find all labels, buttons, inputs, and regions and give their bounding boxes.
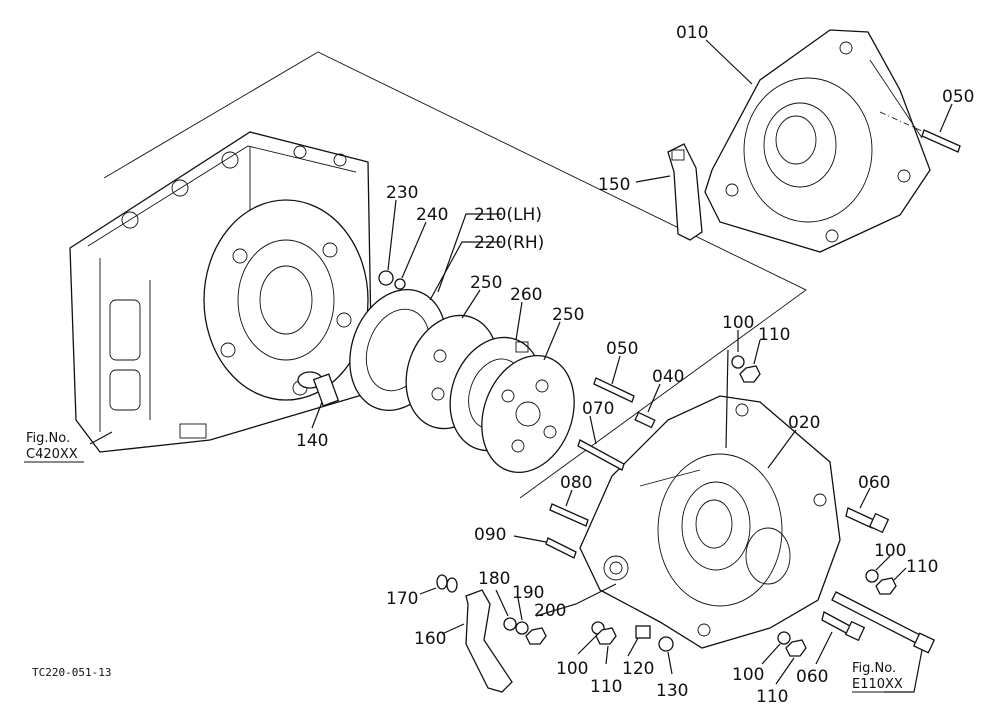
label-090: 090 bbox=[474, 525, 506, 545]
nut-100-110-top bbox=[731, 355, 761, 383]
label-110-bottom-left: 110 bbox=[590, 677, 622, 697]
label-050-upper: 050 bbox=[942, 87, 974, 107]
fig-caption-e110: Fig.No. bbox=[852, 661, 896, 676]
label-170: 170 bbox=[386, 589, 418, 609]
label-060-lower: 060 bbox=[796, 667, 828, 687]
label-100-right: 100 bbox=[874, 541, 906, 561]
label-110-right: 110 bbox=[906, 557, 938, 577]
upper-housing-010 bbox=[704, 29, 931, 253]
label-180: 180 bbox=[478, 569, 510, 589]
transmission-case bbox=[69, 131, 373, 453]
label-100-top: 100 bbox=[722, 313, 754, 333]
bolt-060-upper bbox=[845, 507, 890, 534]
label-060-upper: 060 bbox=[858, 473, 890, 493]
frame-outline bbox=[103, 51, 807, 499]
axle-e110 bbox=[831, 591, 936, 654]
label-120: 120 bbox=[622, 659, 654, 679]
label-040: 040 bbox=[652, 367, 684, 387]
brake-case-020 bbox=[579, 395, 841, 649]
label-160: 160 bbox=[414, 629, 446, 649]
washer-190 bbox=[515, 621, 529, 635]
label-050-lower: 050 bbox=[606, 339, 638, 359]
stud-070 bbox=[577, 439, 625, 471]
label-100-bottom-left: 100 bbox=[556, 659, 588, 679]
label-240: 240 bbox=[416, 205, 448, 225]
label-020: 020 bbox=[788, 413, 820, 433]
label-150: 150 bbox=[598, 175, 630, 195]
nut-100-110-right bbox=[865, 569, 897, 595]
bolt-050-upper bbox=[879, 111, 961, 153]
shaft-140 bbox=[297, 371, 340, 407]
seal-rings-170 bbox=[436, 574, 458, 593]
figure-reference-e110: Fig.No. E110XX bbox=[852, 661, 903, 692]
seal-230 bbox=[378, 270, 394, 286]
part-labels: 010 050 150 230 240 210(LH) 220(RH) 250 … bbox=[296, 23, 974, 707]
label-250-first: 250 bbox=[470, 273, 502, 293]
bolt-120-washer-130 bbox=[635, 625, 674, 652]
stud-080 bbox=[549, 503, 589, 527]
label-140: 140 bbox=[296, 431, 328, 451]
label-220-rh: 220(RH) bbox=[474, 233, 544, 253]
ball-240 bbox=[394, 278, 406, 290]
fig-code-c420: C420XX bbox=[26, 447, 78, 462]
lever-160 bbox=[465, 589, 513, 693]
nut-100-110-bottom-right bbox=[777, 631, 807, 657]
leader-lines bbox=[24, 39, 953, 693]
label-010: 010 bbox=[676, 23, 708, 43]
stud-050-lower bbox=[593, 377, 635, 403]
stud-090 bbox=[545, 537, 577, 559]
nut-100-110-bottom-left bbox=[591, 621, 617, 645]
label-130: 130 bbox=[656, 681, 688, 701]
bolt-060-lower bbox=[821, 611, 866, 642]
label-230: 230 bbox=[386, 183, 418, 203]
label-250-second: 250 bbox=[552, 305, 584, 325]
label-110-top: 110 bbox=[758, 325, 790, 345]
nut-200 bbox=[525, 627, 547, 645]
label-260: 260 bbox=[510, 285, 542, 305]
fig-caption-c420: Fig.No. bbox=[26, 431, 70, 446]
label-200: 200 bbox=[534, 601, 566, 621]
label-110-bottom-right: 110 bbox=[756, 687, 788, 707]
lever-150 bbox=[667, 143, 703, 241]
label-100-bottom-right: 100 bbox=[732, 665, 764, 685]
label-210-lh: 210(LH) bbox=[474, 205, 542, 225]
washer-180 bbox=[503, 617, 517, 631]
figure-reference-c420: Fig.No. C420XX bbox=[26, 431, 78, 462]
pin-040 bbox=[634, 411, 656, 429]
fig-code-e110: E110XX bbox=[852, 677, 903, 692]
disc-250-second bbox=[481, 354, 575, 474]
label-080: 080 bbox=[560, 473, 592, 493]
label-070: 070 bbox=[582, 399, 614, 419]
label-190: 190 bbox=[512, 583, 544, 603]
drawing-code: TC220-051-13 bbox=[32, 666, 111, 679]
